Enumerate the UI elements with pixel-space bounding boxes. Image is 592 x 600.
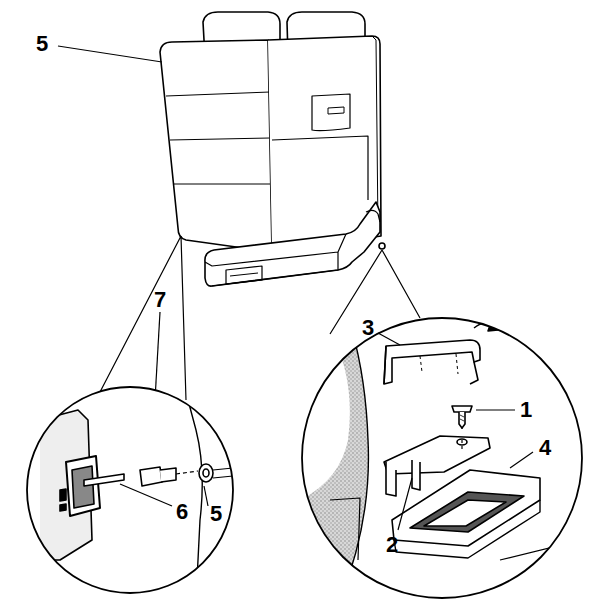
callout-number: 5 [36,33,48,55]
callout-number: 1 [520,399,532,421]
callout-number: 2 [386,534,398,556]
callout-number: 7 [154,289,166,311]
callout-number: 4 [539,437,551,459]
callout-number: 3 [362,317,374,339]
callout-number: 6 [176,501,188,523]
callout-number: 5 [210,503,222,525]
